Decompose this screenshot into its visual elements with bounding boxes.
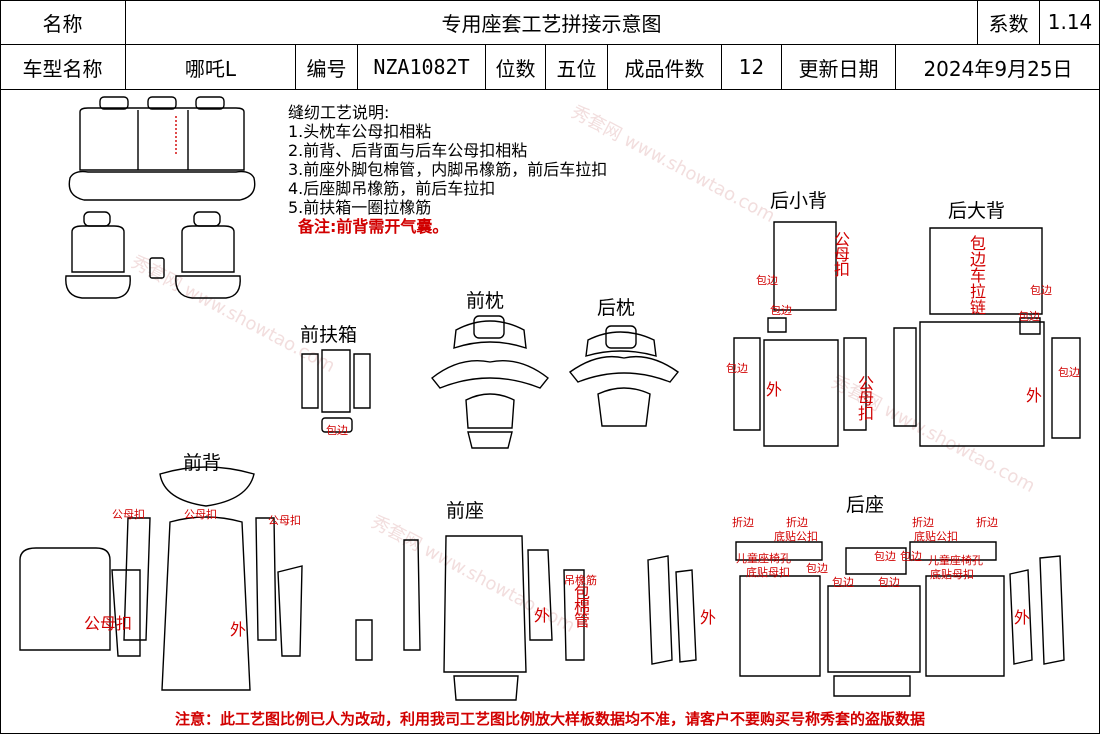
annotation-outer: 外 xyxy=(1026,386,1043,405)
annotation-fold-edge: 折边 xyxy=(912,516,934,529)
coef-label: 系数 xyxy=(978,0,1040,45)
footer-warning: 注意：此工艺图比例已人为改动，利用我司工艺图比例放大样板数据均不准，请客户不要购… xyxy=(174,710,925,728)
seats-label: 位数 xyxy=(486,45,546,90)
note-item: 2.前背、后背面与后车公母扣相粘 xyxy=(288,141,528,160)
annotation-outer: 外 xyxy=(1014,608,1031,627)
annotation-wrap-edge: 包边 xyxy=(726,362,748,375)
page-title: 专用座套工艺拼接示意图 xyxy=(126,0,978,45)
rear-seat-pattern xyxy=(647,541,1065,697)
annotation-wrap-edge: 包边 xyxy=(326,424,348,437)
code-label: 编号 xyxy=(296,45,358,90)
annotation-fold-edge: 折边 xyxy=(732,516,754,529)
annotation-bottom-snap: 底贴公扣 xyxy=(774,530,818,543)
annotation-snap: 公母扣 xyxy=(112,508,145,521)
label-front-back: 前背 xyxy=(183,452,222,474)
pieces-value: 12 xyxy=(722,45,782,90)
label-front-armrest: 前扶箱 xyxy=(300,324,358,346)
annotation-child-seat-hole: 儿童座椅孔 xyxy=(736,552,791,565)
note-item: 4.后座脚吊橡筋，前后车拉扣 xyxy=(288,179,496,198)
label-rear-headrest: 后枕 xyxy=(597,297,636,319)
annotation-outer: 外 xyxy=(230,620,247,639)
annotation-wrap-edge: 包边 xyxy=(756,274,778,287)
front-seat-pattern xyxy=(355,535,585,701)
annotation-wrap-edge: 包边 xyxy=(1030,284,1052,297)
annotation-snap-vertical: 公 母 扣 xyxy=(858,374,875,423)
annotation-wrap-foam: 包 棉 管 xyxy=(574,583,591,630)
sewing-notes: 缝纫工艺说明: 1.头枕车公母扣相粘 2.前背、后背面与后车公母扣相粘 3.前座… xyxy=(288,103,607,236)
annotation-snap-vertical: 公 母 扣 xyxy=(834,230,851,279)
annotation-wrap-edge: 包边 xyxy=(770,304,792,317)
front-armrest-pattern xyxy=(301,349,371,433)
annotation-bottom-snap: 底贴公扣 xyxy=(914,530,958,543)
code-value: NZA1082T xyxy=(358,45,486,90)
note-item: 5.前扶箱一圈拉橡筋 xyxy=(288,198,432,217)
label-rear-big-back: 后大背 xyxy=(948,200,1006,222)
annotation-wrap-zip: 包 边 车 拉 链 xyxy=(970,234,987,317)
annotation-wrap-edge: 包边 xyxy=(1018,310,1040,323)
notes-remark: 备注:前背需开气囊。 xyxy=(298,217,449,236)
rear-small-back-pattern xyxy=(733,221,867,447)
annotation-wrap-edge: 包边 xyxy=(874,550,896,563)
annotation-wrap-edge: 包边 xyxy=(832,576,854,589)
overview-front-seats xyxy=(65,211,241,299)
label-front-headrest: 前枕 xyxy=(466,290,505,312)
annotation-bottom-paste: 底贴母扣 xyxy=(746,566,790,579)
annotation-snap: 公母扣 xyxy=(184,508,217,521)
model-value: 哪吒L xyxy=(126,45,296,90)
rear-big-back-pattern xyxy=(893,227,1081,447)
annotation-wrap-edge: 包边 xyxy=(900,550,922,563)
annotation-wrap-edge: 包边 xyxy=(1058,366,1080,379)
date-value: 2024年9月25日 xyxy=(896,45,1100,90)
date-label: 更新日期 xyxy=(782,45,896,90)
annotation-rubber: 吊橡筋 xyxy=(564,574,597,587)
note-item: 3.前座外脚包棉管，内脚吊橡筋，前后车拉扣 xyxy=(288,160,608,179)
annotation-outer: 外 xyxy=(534,606,551,625)
seats-value: 五位 xyxy=(546,45,608,90)
name-label: 名称 xyxy=(0,0,126,45)
note-item: 1.头枕车公母扣相粘 xyxy=(288,122,432,141)
rear-headrest-pattern xyxy=(568,325,680,427)
annotation-snap: 公母扣 xyxy=(268,514,301,527)
annotation-child-seat-hole: 儿童座椅孔 xyxy=(928,554,983,567)
annotation-bottom-paste: 底贴母扣 xyxy=(930,568,974,581)
label-rear-seat: 后座 xyxy=(846,494,885,516)
annotation-outer: 外 xyxy=(766,380,783,399)
notes-title: 缝纫工艺说明: xyxy=(288,103,390,122)
label-rear-small-back: 后小背 xyxy=(770,190,828,212)
annotation-snap: 公母扣 xyxy=(84,614,133,633)
header-table: 名称 专用座套工艺拼接示意图 系数 1.14 车型名称 哪吒L 编号 NZA10… xyxy=(0,0,1100,90)
overview-rear-bench xyxy=(68,96,256,201)
annotation-wrap-edge: 包边 xyxy=(806,562,828,575)
annotation-fold-edge: 折边 xyxy=(786,516,808,529)
annotation-fold-edge: 折边 xyxy=(976,516,998,529)
coef-value: 1.14 xyxy=(1040,0,1100,45)
pieces-label: 成品件数 xyxy=(608,45,722,90)
front-back-pattern xyxy=(19,466,303,691)
annotation-outer: 外 xyxy=(700,608,717,627)
label-front-seat: 前座 xyxy=(446,500,485,522)
annotation-wrap-edge: 包边 xyxy=(878,576,900,589)
front-headrest-pattern xyxy=(431,315,549,449)
model-label: 车型名称 xyxy=(0,45,126,90)
